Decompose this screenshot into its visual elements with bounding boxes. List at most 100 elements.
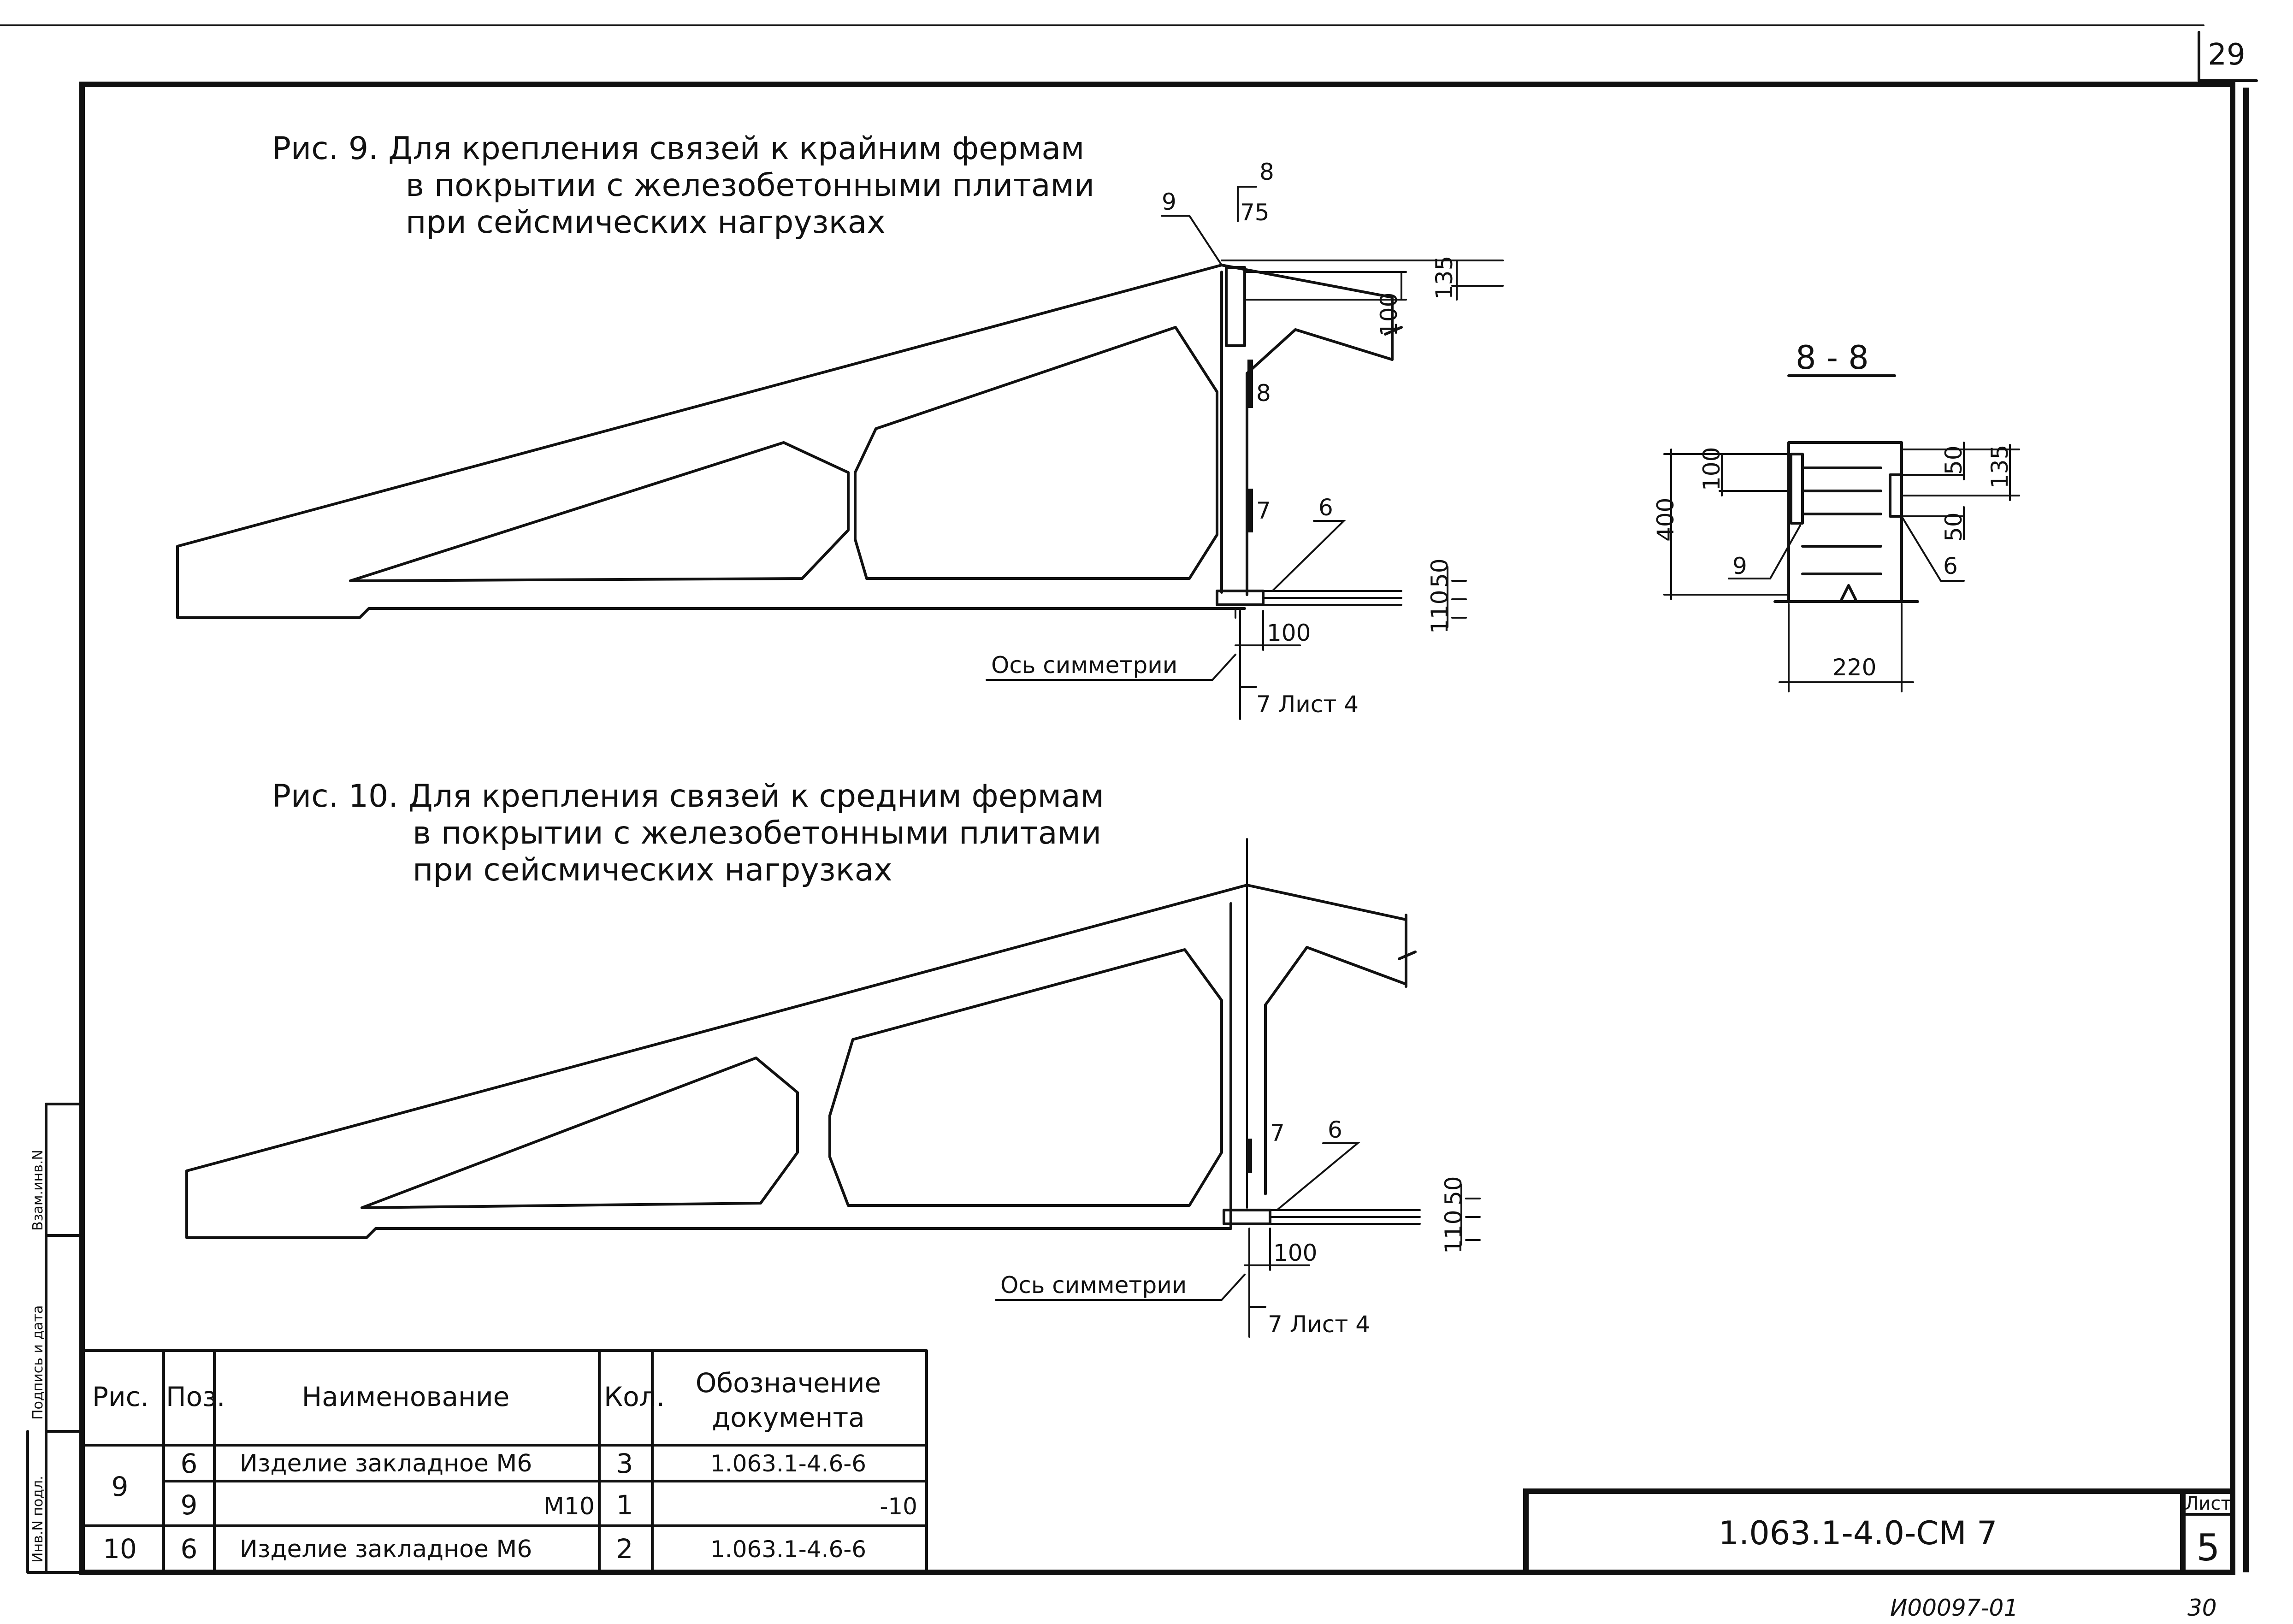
table-header-doc2: документа xyxy=(712,1402,865,1433)
stamp-podpis: Подпись и дата xyxy=(30,1305,46,1420)
fig10-axis-label: Ось симметрии xyxy=(1000,1272,1187,1299)
section-body xyxy=(1787,441,1903,603)
fig10-large-opening xyxy=(828,948,1223,1207)
stamp-vzam: Взам.инв.N xyxy=(30,1150,46,1231)
row3-fig: 10 xyxy=(103,1533,137,1565)
fig9-top-chord xyxy=(176,264,1394,548)
fig10-top-chord xyxy=(185,884,1407,1172)
sheet-number: 5 xyxy=(2197,1526,2220,1569)
archive-page: 30 xyxy=(2187,1594,2217,1621)
section-pos6-label: 6 xyxy=(1943,553,1958,579)
section-plate-9 xyxy=(1790,453,1804,525)
fig10-pos6-label: 6 xyxy=(1328,1116,1342,1143)
fig9-sheet-ref: 7 Лист 4 xyxy=(1256,691,1359,718)
fig9-embedded-parts xyxy=(1216,266,1402,619)
sheet-label: Лист xyxy=(2185,1493,2231,1514)
section-pos9-label: 9 xyxy=(1732,553,1747,579)
section-title: 8 - 8 xyxy=(1796,339,1869,377)
fig9-bottom-chord xyxy=(176,545,1246,619)
fig9-caption-line3: при сейсмических нагрузках xyxy=(406,204,886,241)
page-number-box xyxy=(2198,31,2258,82)
fig9-dimensions: 8 9 75 100 135 8 7 6 50 110 100 Ось симм… xyxy=(986,159,1504,720)
row2-name: М10 xyxy=(544,1493,595,1520)
fig9-plate-6 xyxy=(1216,590,1265,606)
row2-qty: 1 xyxy=(616,1489,633,1521)
row3-name: Изделие закладное М6 xyxy=(240,1535,532,1563)
fig10-caption-line3: при сейсмических нагрузках xyxy=(413,852,892,888)
table-header-qty: Кол. xyxy=(604,1381,665,1412)
page-number: 29 xyxy=(2208,38,2245,72)
section-dim-50b: 50 xyxy=(1940,512,1967,542)
fig9-small-opening xyxy=(349,441,850,582)
section-dim-400: 400 xyxy=(1652,498,1679,542)
table-header-pos: Поз. xyxy=(166,1381,225,1412)
stamp-inv-podl: Инв.N подл. xyxy=(30,1476,46,1563)
title-block: 1.063.1-4.0-СМ 7 Лист 5 xyxy=(1523,1488,2234,1572)
row2-doc: -10 xyxy=(880,1493,917,1520)
fig9-dim-75: 75 xyxy=(1240,199,1270,226)
row1-fig: 9 xyxy=(112,1471,129,1502)
section-dim-220: 220 xyxy=(1832,654,1876,681)
table-row: 10 6 Изделие закладное М6 2 1.063.1-4.6-… xyxy=(103,1533,866,1565)
fig9-pos6-label: 6 xyxy=(1318,494,1333,521)
row2-pos: 9 xyxy=(181,1489,198,1521)
fig9-section-mid-label: 8 xyxy=(1256,380,1271,407)
title-code: 1.063.1-4.0-СМ 7 xyxy=(1718,1514,1997,1552)
table-header-doc1: Обозначение xyxy=(696,1367,881,1399)
fig10-embedded-parts xyxy=(1223,1139,1421,1225)
fig10-pos7-label: 7 xyxy=(1270,1120,1285,1146)
table-row: 9 М10 1 -10 xyxy=(181,1489,917,1521)
fig9-web xyxy=(1220,271,1248,596)
fig10-web xyxy=(1229,902,1267,1230)
fig9-caption-line1: Рис. 9. Для крепления связей к крайним ф… xyxy=(272,130,1084,167)
fig10-caption: Рис. 10. Для крепления связей к средним … xyxy=(272,778,1104,888)
fig10-dim-100: 100 xyxy=(1273,1240,1317,1266)
fig10-slab-edge xyxy=(1264,946,1407,1006)
fig9-axis-label: Ось симметрии xyxy=(991,652,1177,679)
row1-qty: 3 xyxy=(616,1448,633,1479)
table-header-name: Наименование xyxy=(302,1381,510,1412)
fig9-plate-9 xyxy=(1225,266,1246,347)
section-plate-6 xyxy=(1889,473,1903,518)
side-stamp: Инв.N подл. Подпись и дата Взам.инв.N xyxy=(26,1103,83,1574)
fig9-dim-135: 135 xyxy=(1431,256,1458,300)
row1-pos: 6 xyxy=(181,1448,198,1479)
fig9-truss xyxy=(176,264,1403,619)
fig10-truss xyxy=(185,838,1417,1239)
fig10-dimensions: 7 6 50 110 100 Ось симметрии 7 Лист 4 xyxy=(995,1116,1481,1338)
section-dim-50a: 50 xyxy=(1940,445,1967,475)
fig10-dim-110: 110 xyxy=(1440,1210,1467,1254)
fig9-dim-110: 110 xyxy=(1426,590,1453,634)
fig9-slab-edge xyxy=(1246,328,1394,375)
fig10-sheet-ref: 7 Лист 4 xyxy=(1268,1311,1370,1338)
fig9-large-opening xyxy=(854,326,1218,580)
fig9-pos7-label: 7 xyxy=(1256,497,1271,524)
section-anchors xyxy=(1801,467,1882,575)
row1-name: Изделие закладное М6 xyxy=(240,1450,532,1477)
row1-doc: 1.063.1-4.6-6 xyxy=(710,1450,866,1477)
fig10-caption-line1: Рис. 10. Для крепления связей к средним … xyxy=(272,778,1104,815)
spec-table: Рис. Поз. Наименование Кол. Обозначение … xyxy=(84,1349,928,1574)
drawing-frame xyxy=(79,82,2235,1575)
table-row: 9 6 Изделие закладное М6 3 1.063.1-4.6-6 xyxy=(112,1448,867,1502)
fig9-dim-100: 100 xyxy=(1376,293,1402,337)
section-8-8: 8 - 8 400 100 50 135 50 9 6 220 xyxy=(1652,339,2020,692)
fig10-bottom-chord xyxy=(185,1169,1232,1239)
fig9-caption-line2: в покрытии с железобетонными плитами xyxy=(406,167,1094,204)
fig9-section-top-label: 8 xyxy=(1259,159,1274,185)
row3-doc: 1.063.1-4.6-6 xyxy=(710,1536,866,1563)
fig9-caption: Рис. 9. Для крепления связей к крайним ф… xyxy=(272,130,1094,241)
fig9-dim-100b: 100 xyxy=(1267,620,1311,646)
table-header-fig: Рис. xyxy=(92,1381,149,1412)
section-dim-135: 135 xyxy=(1986,445,2013,489)
row3-qty: 2 xyxy=(616,1533,633,1565)
section-dim-100: 100 xyxy=(1698,447,1725,491)
fig10-caption-line2: в покрытии с железобетонными плитами xyxy=(413,815,1101,851)
row3-pos: 6 xyxy=(181,1533,198,1565)
fig9-pos9-label: 9 xyxy=(1162,189,1176,215)
fig9-dim-50: 50 xyxy=(1426,558,1453,588)
fig10-dim-50: 50 xyxy=(1440,1176,1467,1205)
fig10-small-opening xyxy=(360,1057,799,1209)
archive-code: И00097-01 xyxy=(1890,1594,2018,1621)
